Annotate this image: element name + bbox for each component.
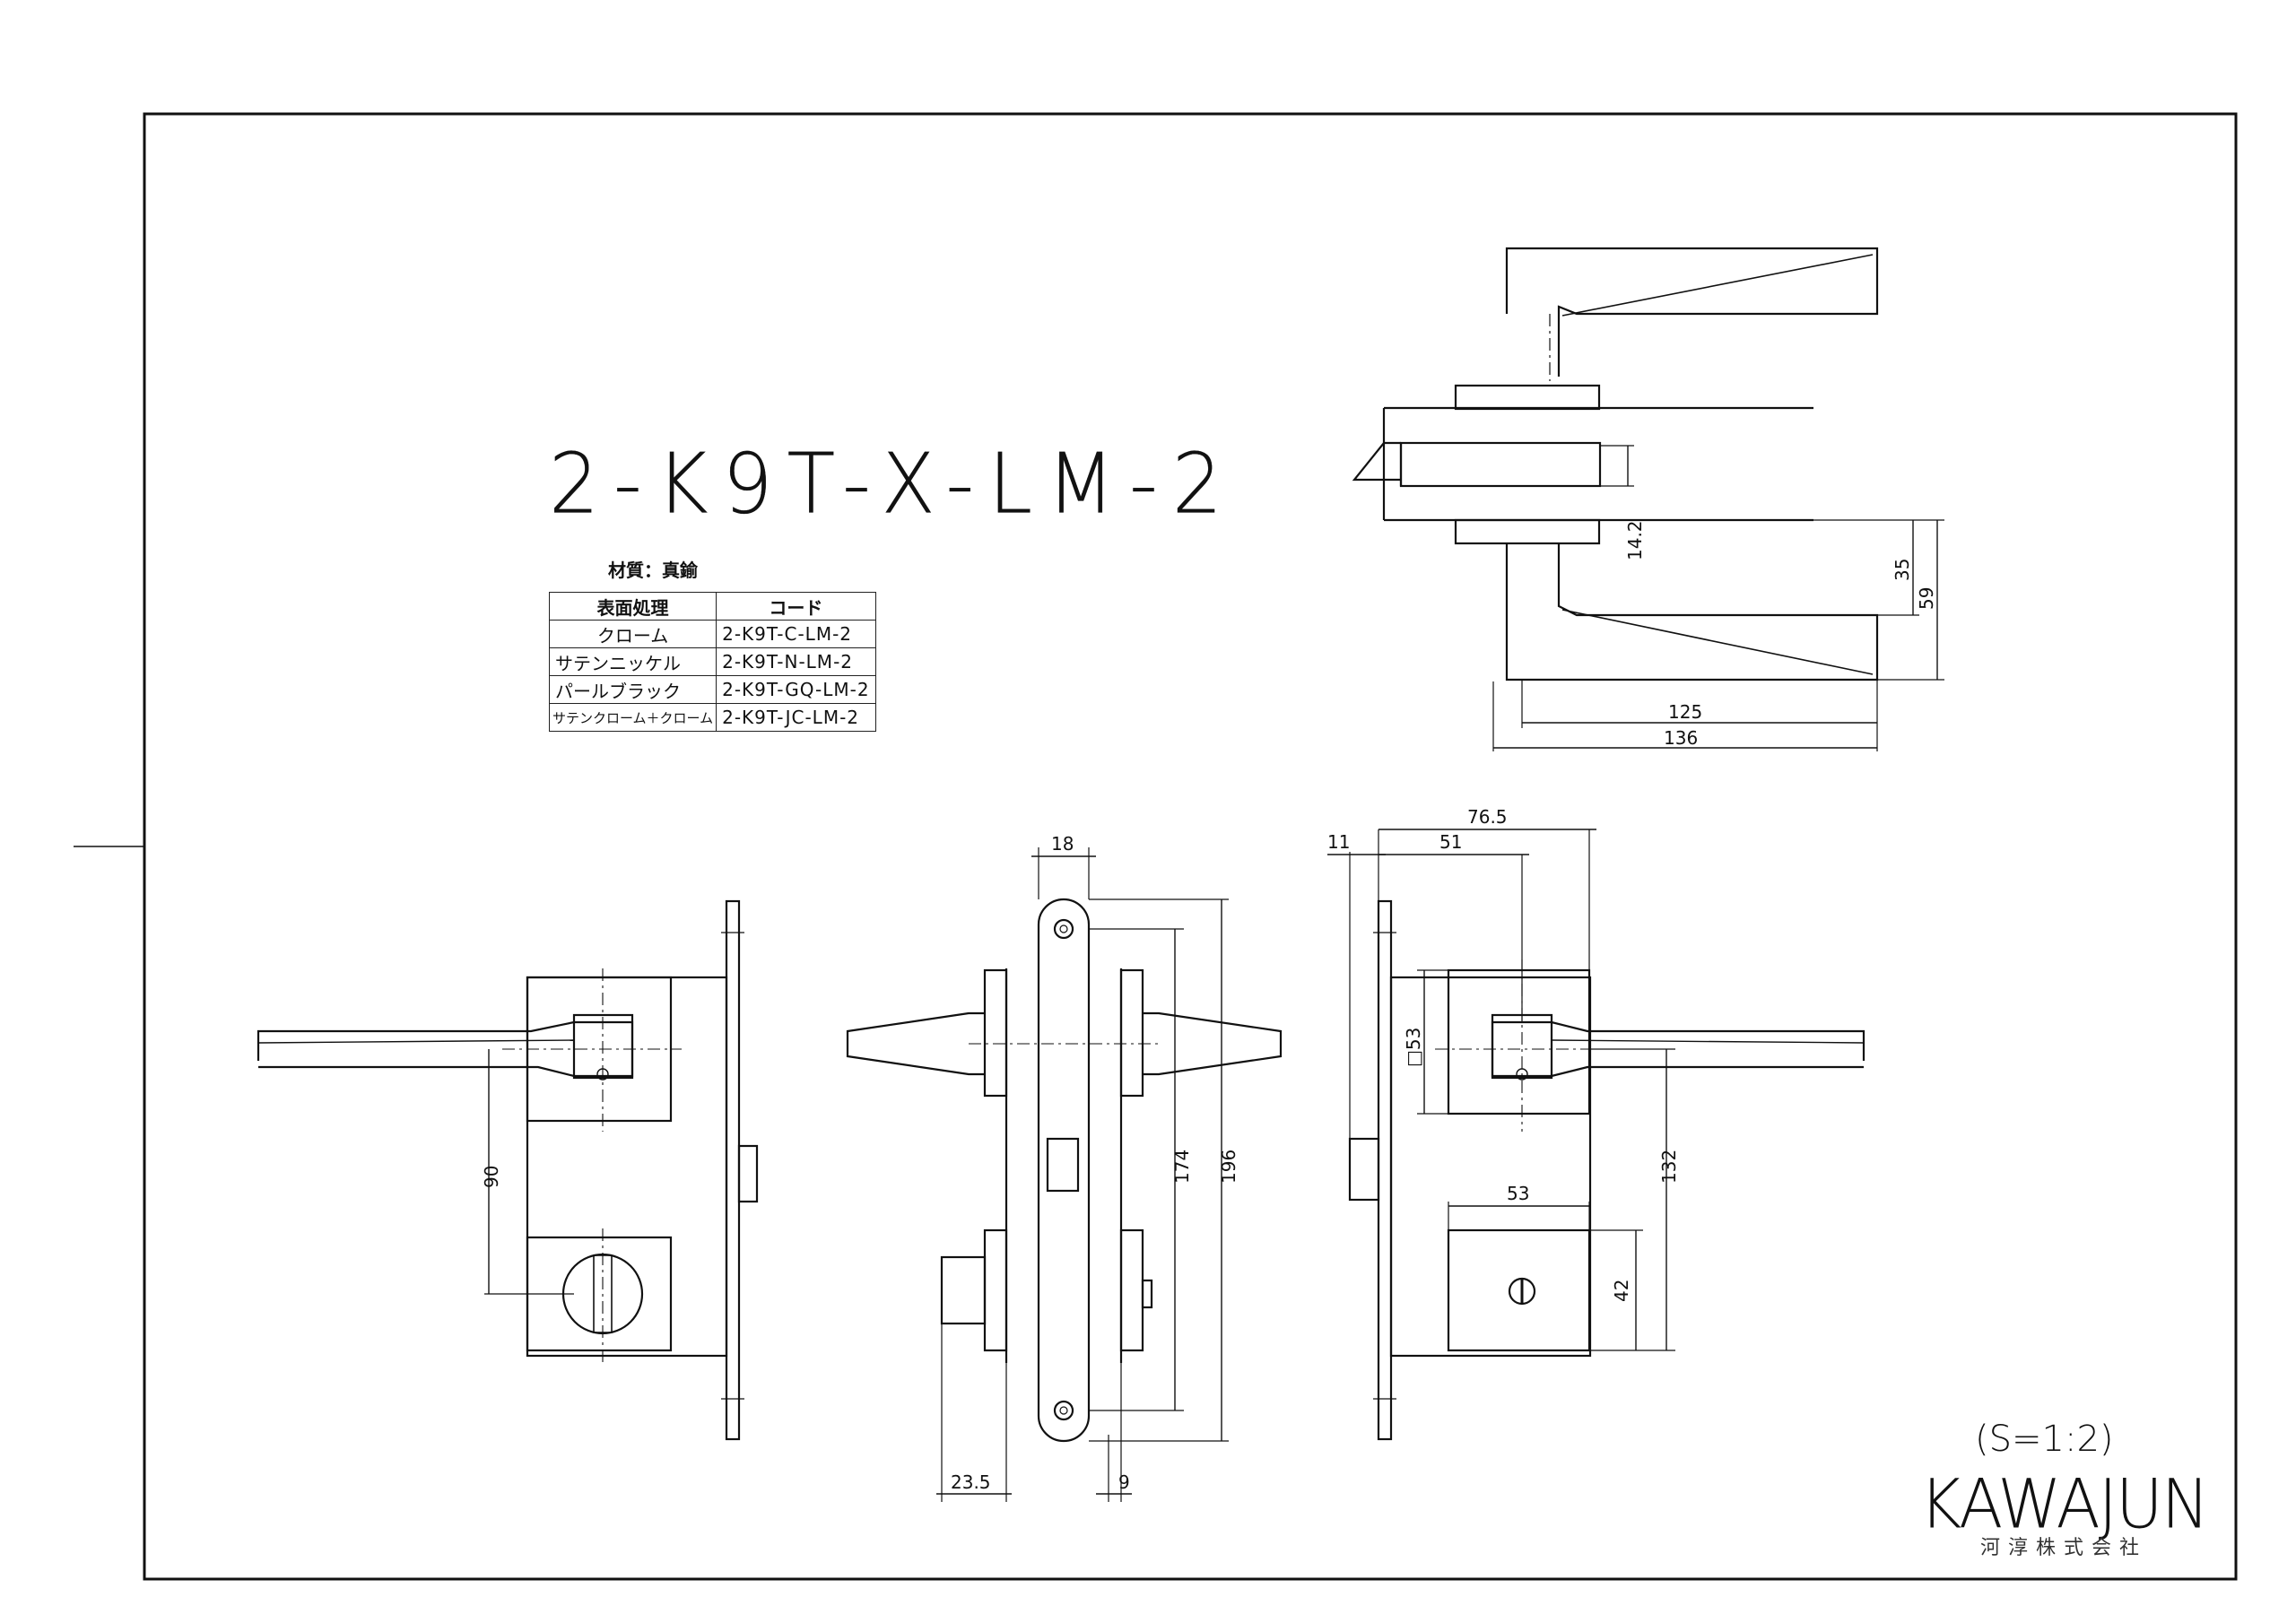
dim-90: 90 — [481, 1166, 502, 1188]
dim-9: 9 — [1118, 1471, 1130, 1493]
finish-table: 表面処理 コード クローム 2-K9T-C-LM-2 サテンニッケル 2-K9T… — [548, 592, 876, 732]
drawing-frame — [143, 112, 2238, 1581]
finish-name: パールブラック — [548, 675, 718, 704]
dim-125: 125 — [1668, 701, 1702, 723]
dim-59: 59 — [1916, 587, 1937, 610]
dim-196: 196 — [1218, 1150, 1239, 1184]
header-code: コード — [716, 592, 876, 621]
finish-code: 2-K9T-GQ-LM-2 — [716, 675, 876, 704]
scale-label: (S=1:2) — [1975, 1419, 2114, 1460]
dim-53: 53 — [1507, 1183, 1529, 1204]
dim-132: 132 — [1658, 1150, 1680, 1184]
finish-code: 2-K9T-N-LM-2 — [716, 647, 876, 676]
dim-sq-53: □53 — [1403, 1028, 1424, 1067]
finish-name: サテンニッケル — [548, 647, 718, 676]
dim-23-5: 23.5 — [951, 1471, 991, 1493]
header-finish: 表面処理 — [548, 592, 718, 621]
finish-code: 2-K9T-C-LM-2 — [716, 620, 876, 648]
dim-51: 51 — [1439, 831, 1462, 853]
dim-14-2: 14.2 — [1624, 520, 1646, 560]
finish-code: 2-K9T-JC-LM-2 — [716, 703, 876, 732]
table-row: サテンニッケル 2-K9T-N-LM-2 — [548, 647, 876, 676]
table-row: パールブラック 2-K9T-GQ-LM-2 — [548, 675, 876, 704]
dim-76-5: 76.5 — [1467, 806, 1508, 828]
dim-174: 174 — [1171, 1150, 1193, 1184]
table-row: サテンクローム＋クローム 2-K9T-JC-LM-2 — [548, 703, 876, 732]
dim-42: 42 — [1611, 1280, 1632, 1302]
finish-table-header: 表面処理 コード — [548, 592, 876, 621]
brand-logo: KAWAJUN — [1919, 1463, 2210, 1544]
material-label: 材質：真鍮 — [608, 560, 698, 581]
dim-136: 136 — [1664, 727, 1698, 749]
dim-11: 11 — [1327, 831, 1350, 853]
finish-name: サテンクローム＋クローム — [548, 703, 718, 732]
model-title: 2-K9T-X-LM-2 — [549, 435, 1237, 533]
table-row: クローム 2-K9T-C-LM-2 — [548, 620, 876, 648]
top-view — [1352, 247, 1944, 751]
dim-35: 35 — [1892, 559, 1913, 581]
company-name: 河淳株式会社 — [1980, 1537, 2148, 1559]
dim-18: 18 — [1051, 833, 1074, 855]
right-view — [1327, 829, 1866, 1441]
finish-name: クローム — [548, 620, 718, 648]
left-view — [257, 899, 759, 1441]
middle-view — [846, 847, 1283, 1502]
